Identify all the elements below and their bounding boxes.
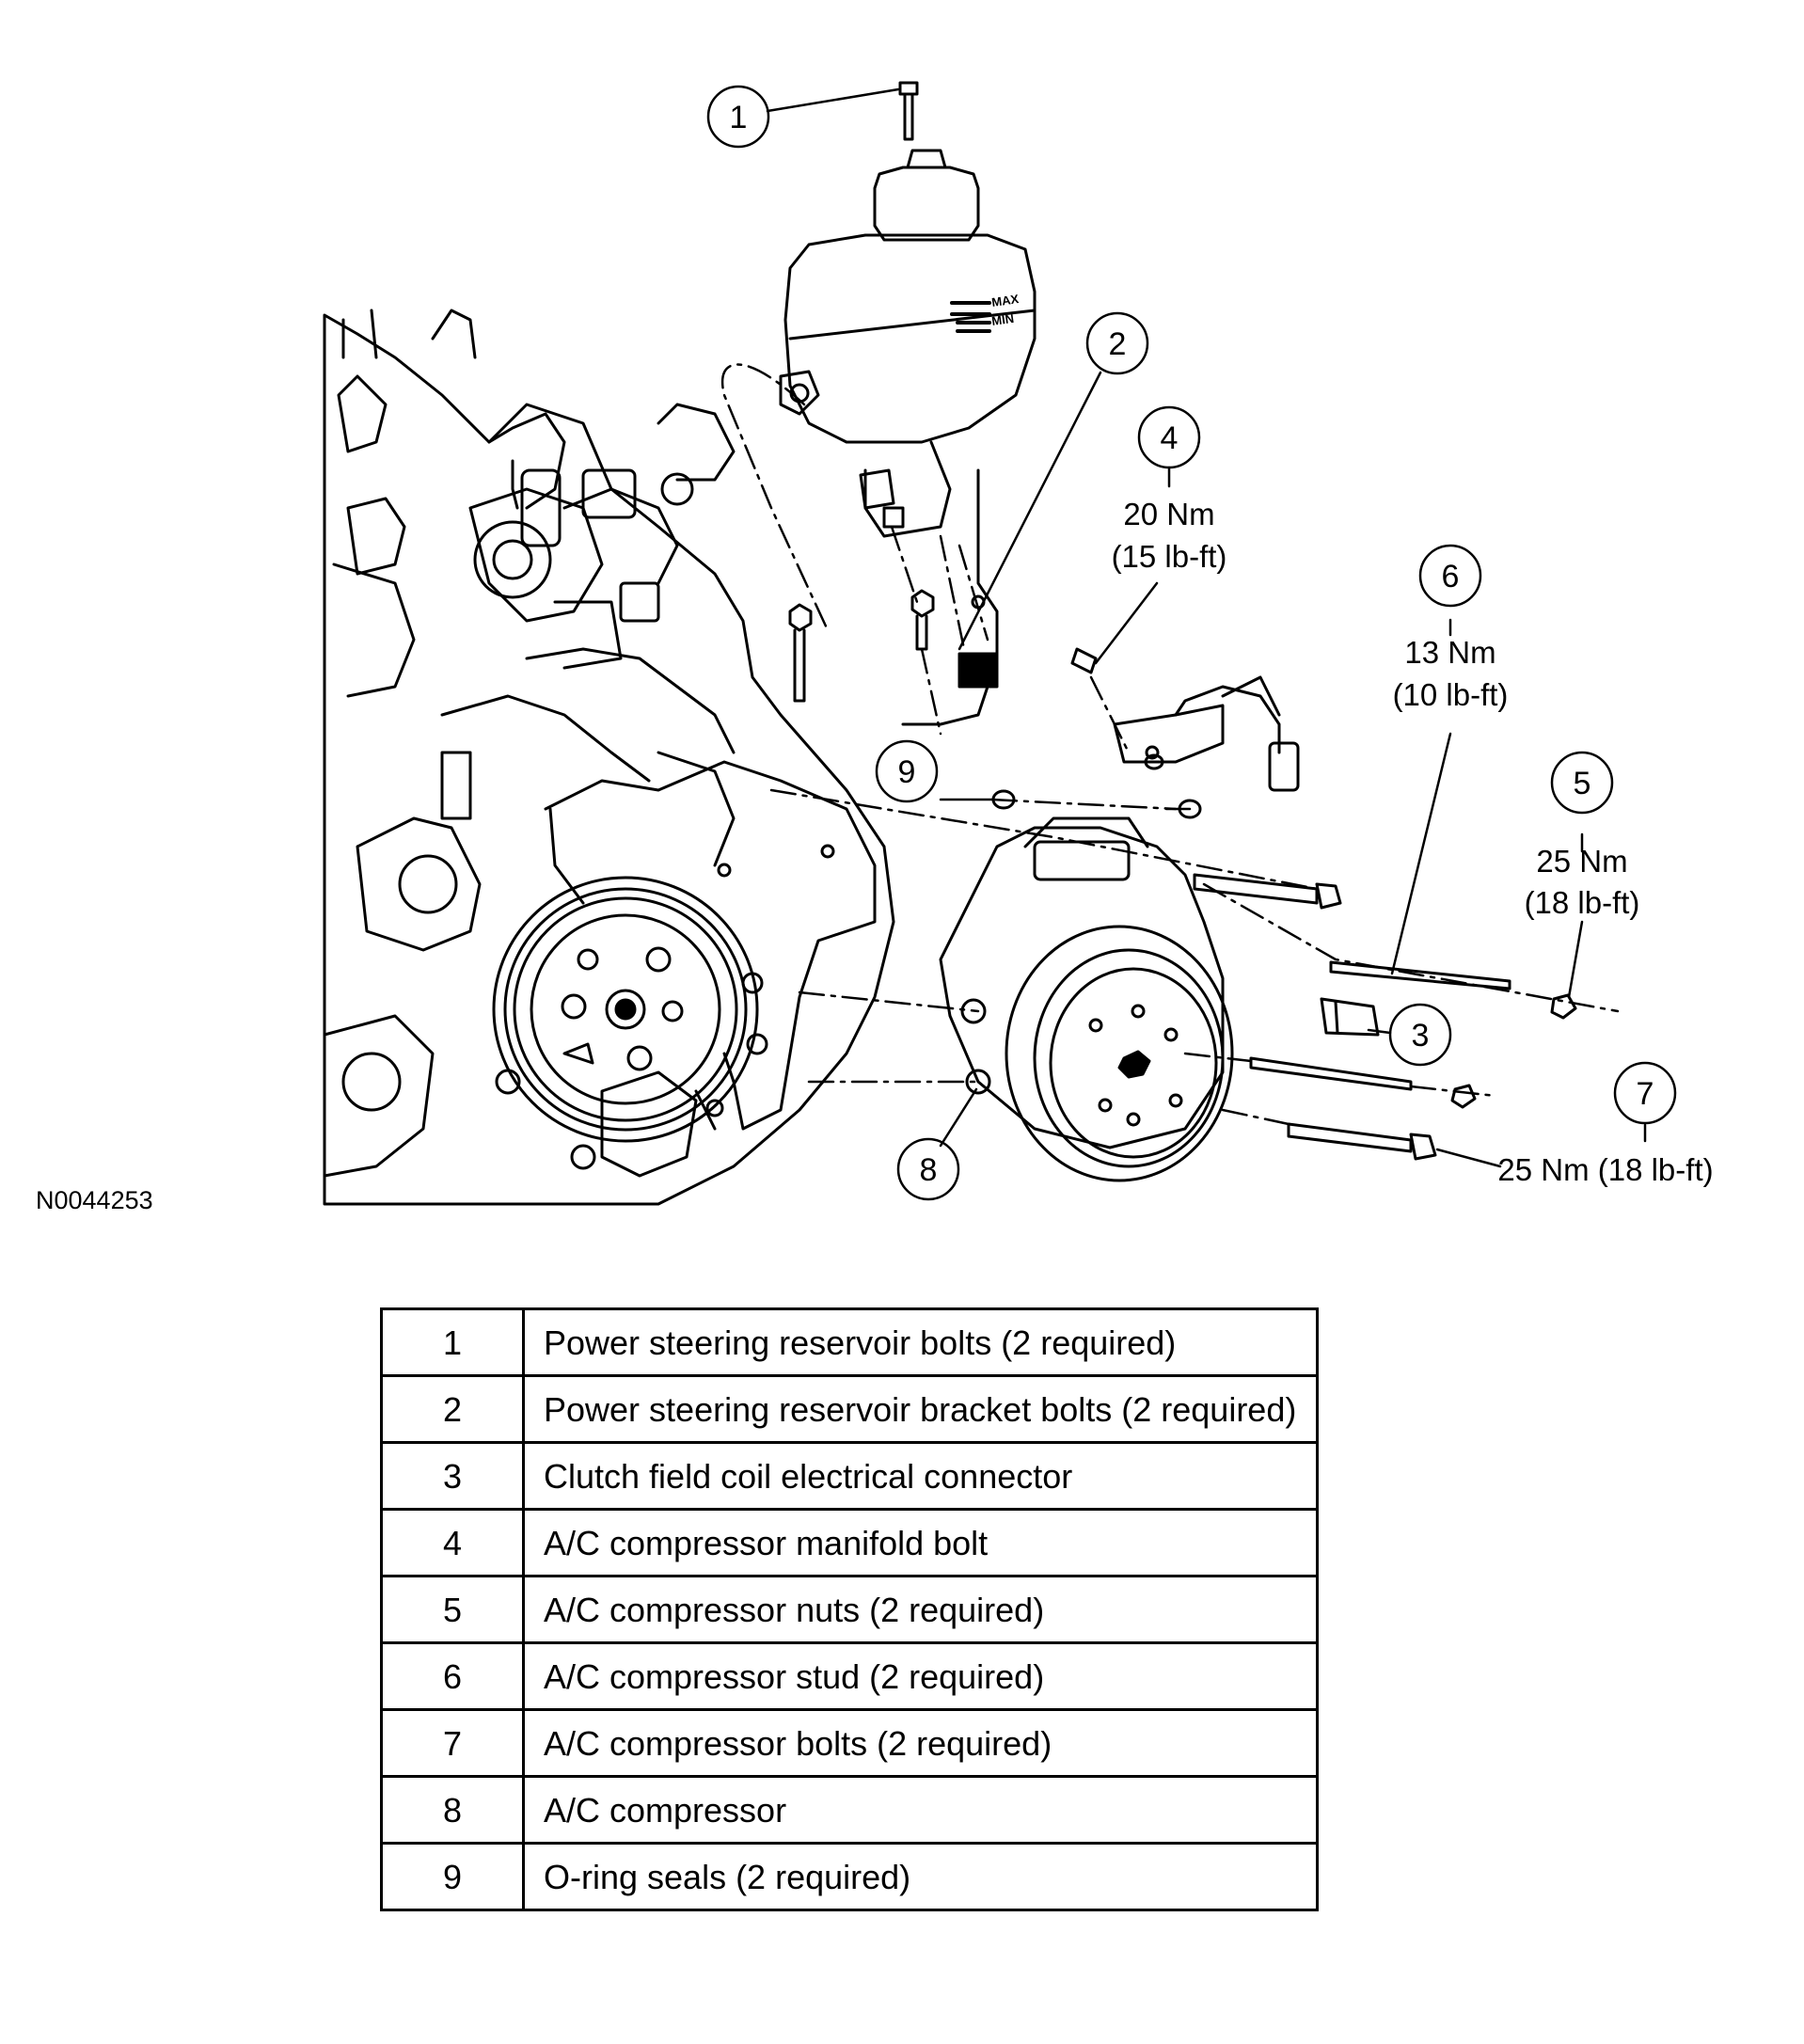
legend-table: 1 Power steering reservoir bolts (2 requ… [380,1307,1319,1911]
callout-circles [706,85,1677,1201]
legend-number: 9 [380,1842,525,1911]
legend-row: 2 Power steering reservoir bracket bolts… [380,1374,1319,1444]
callout-circle-8 [896,1137,960,1201]
callout-number-7: 7 [1637,1076,1654,1112]
legend-number: 5 [380,1575,525,1644]
legend-number: 7 [380,1708,525,1778]
legend-description: A/C compressor manifold bolt [522,1508,1319,1577]
legend-row: 6 A/C compressor stud (2 required) [380,1641,1319,1711]
legend-description: Clutch field coil electrical connector [522,1441,1319,1511]
torque-spec-5-lbft: (18 lb-ft) [1525,885,1640,920]
ac-compressor [939,816,1234,1182]
callout-number-4: 4 [1161,420,1179,456]
callout-circle-6 [1418,544,1482,608]
legend-number: 4 [380,1508,525,1577]
callout-circle-3 [1388,1003,1452,1067]
legend-row: 7 A/C compressor bolts (2 required) [380,1708,1319,1778]
legend-description: Power steering reservoir bracket bolts (… [522,1374,1319,1444]
legend-description: O-ring seals (2 required) [522,1842,1319,1911]
legend-row: 1 Power steering reservoir bolts (2 requ… [380,1307,1319,1377]
alignment-centerlines [720,363,1620,1126]
legend-number: 3 [380,1441,525,1511]
torque-spec-5-nm: 25 Nm [1536,844,1627,879]
legend-number: 1 [380,1307,525,1377]
callout-number-2: 2 [1109,326,1127,362]
callout-number-6: 6 [1442,559,1460,594]
legend-number: 6 [380,1641,525,1711]
legend-row: 5 A/C compressor nuts (2 required) [380,1575,1319,1644]
leader-lines [766,87,1647,1168]
legend-row: 4 A/C compressor manifold bolt [380,1508,1319,1577]
torque-spec-7: 25 Nm (18 lb-ft) [1497,1152,1713,1187]
torque-spec-4-nm: 20 Nm [1123,497,1214,531]
legend-description: A/C compressor stud (2 required) [522,1641,1319,1711]
callout-circle-7 [1613,1061,1677,1125]
ac-manifold-line [1113,675,1300,792]
figure-id: N0044253 [36,1186,153,1214]
compressor-mounting-bracket [544,760,877,1131]
reservoir-max-mark: MAX [990,292,1020,309]
legend-description: A/C compressor bolts (2 required) [522,1708,1319,1778]
callout-number-9: 9 [898,754,916,790]
callout-circle-1 [706,85,770,149]
legend-description: A/C compressor nuts (2 required) [522,1575,1319,1644]
callout-circle-4 [1137,405,1201,469]
legend-row: 8 A/C compressor [380,1775,1319,1845]
torque-spec-4-lbft: (15 lb-ft) [1112,539,1227,574]
callout-number-1: 1 [730,100,748,135]
legend-number: 8 [380,1775,525,1845]
legend-number: 2 [380,1374,525,1444]
callout-circle-5 [1550,751,1614,815]
callout-number-3: 3 [1412,1018,1430,1054]
legend-description: Power steering reservoir bolts (2 requir… [522,1307,1319,1377]
legend-row: 9 O-ring seals (2 required) [380,1842,1319,1911]
torque-spec-6-lbft: (10 lb-ft) [1393,677,1509,712]
legend-row: 3 Clutch field coil electrical connector [380,1441,1319,1511]
callout-circle-2 [1085,311,1149,375]
callout-circle-9 [875,739,939,803]
engine-block [323,309,895,1206]
power-steering-pump [492,876,759,1143]
callout-number-5: 5 [1574,766,1591,801]
reservoir-min-mark: MIN [990,311,1015,328]
exploded-view-illustration: MAX MIN 1 2 3 4 5 6 7 8 9 20 Nm (15 lb-f… [36,81,1714,1214]
fasteners [788,81,1577,1161]
power-steering-reservoir [779,149,1037,726]
torque-spec-6-nm: 13 Nm [1404,635,1495,670]
callout-number-8: 8 [920,1152,938,1188]
legend-description: A/C compressor [522,1775,1319,1845]
